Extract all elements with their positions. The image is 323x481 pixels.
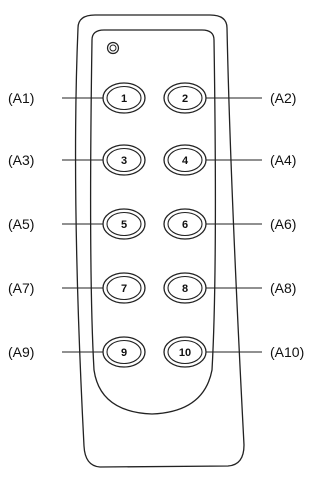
button-6-label: 6 [182,219,188,231]
callout-a5: (A5) [8,216,34,232]
callout-a9: (A9) [8,344,34,360]
callout-a4: (A4) [270,152,296,168]
callout-a2: (A2) [270,90,296,106]
button-10[interactable]: 10 [163,336,207,368]
callout-a1: (A1) [8,90,34,106]
button-3-label: 3 [121,155,127,167]
button-1[interactable]: 1 [102,82,146,114]
remote-body-inner-outline [90,29,216,415]
button-9-label: 9 [121,347,127,359]
button-7-label: 7 [121,283,127,295]
button-9[interactable]: 9 [102,336,146,368]
callout-a10: (A10) [270,344,304,360]
button-4[interactable]: 4 [163,144,207,176]
button-5[interactable]: 5 [102,208,146,240]
callout-a7: (A7) [8,280,34,296]
button-8-label: 8 [182,283,188,295]
button-5-label: 5 [121,219,127,231]
button-1-label: 1 [121,93,127,105]
button-4-label: 4 [182,155,189,167]
button-3[interactable]: 3 [102,144,146,176]
led-indicator-icon [106,41,120,55]
button-6[interactable]: 6 [163,208,207,240]
callout-a3: (A3) [8,152,34,168]
button-7[interactable]: 7 [102,272,146,304]
callout-a8: (A8) [270,280,296,296]
button-10-label: 10 [179,347,191,359]
button-2-label: 2 [182,93,188,105]
remote-body-outline [74,14,245,468]
callout-a6: (A6) [270,216,296,232]
button-8[interactable]: 8 [163,272,207,304]
button-2[interactable]: 2 [163,82,207,114]
